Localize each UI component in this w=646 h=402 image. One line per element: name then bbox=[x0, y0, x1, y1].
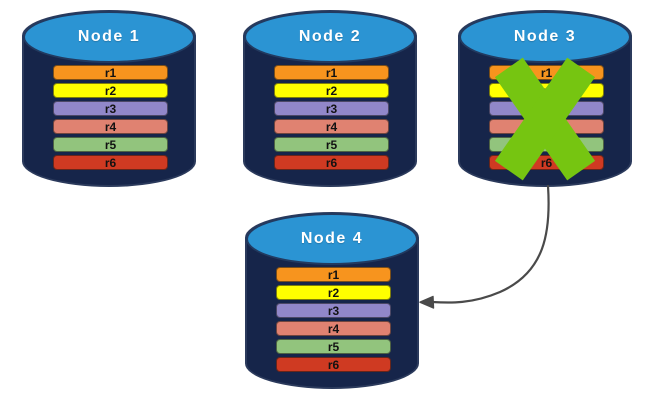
node-title: Node 4 bbox=[300, 230, 364, 248]
row-r2[interactable]: r2 bbox=[52, 83, 169, 98]
row-stack: r1 r2 r3 r4 r5 r6 bbox=[273, 65, 390, 170]
row-r6[interactable]: r6 bbox=[275, 357, 392, 372]
row-stack: r1 r2 r3 r4 r5 r6 bbox=[488, 65, 605, 170]
node-title: Node 3 bbox=[513, 28, 577, 46]
row-r2[interactable]: r2 bbox=[488, 83, 605, 98]
node-title: Node 1 bbox=[77, 28, 141, 46]
row-r2[interactable]: r2 bbox=[275, 285, 392, 300]
node-1[interactable]: Node 1 r1 r2 r3 r4 r5 r6 bbox=[22, 10, 196, 187]
row-r1[interactable]: r1 bbox=[275, 267, 392, 282]
row-r3[interactable]: r3 bbox=[275, 303, 392, 318]
row-r5[interactable]: r5 bbox=[273, 137, 390, 152]
node-2[interactable]: Node 2 r1 r2 r3 r4 r5 r6 bbox=[243, 10, 417, 187]
row-r5[interactable]: r5 bbox=[488, 137, 605, 152]
row-r3[interactable]: r3 bbox=[488, 101, 605, 116]
row-r2[interactable]: r2 bbox=[273, 83, 390, 98]
cylinder-top-ellipse: Node 3 bbox=[459, 11, 631, 64]
row-r5[interactable]: r5 bbox=[275, 339, 392, 354]
row-r4[interactable]: r4 bbox=[275, 321, 392, 336]
row-stack: r1 r2 r3 r4 r5 r6 bbox=[275, 267, 392, 372]
node-3[interactable]: Node 3 r1 r2 r3 r4 r5 r6 bbox=[458, 10, 632, 187]
row-r4[interactable]: r4 bbox=[52, 119, 169, 134]
arrow-head-icon bbox=[419, 295, 435, 309]
cylinder-top-ellipse: Node 2 bbox=[244, 11, 416, 64]
row-r5[interactable]: r5 bbox=[52, 137, 169, 152]
row-r3[interactable]: r3 bbox=[52, 101, 169, 116]
cylinder-top-ellipse: Node 4 bbox=[246, 213, 418, 266]
row-r3[interactable]: r3 bbox=[273, 101, 390, 116]
node-title: Node 2 bbox=[298, 28, 362, 46]
row-r4[interactable]: r4 bbox=[273, 119, 390, 134]
row-r1[interactable]: r1 bbox=[52, 65, 169, 80]
row-stack: r1 r2 r3 r4 r5 r6 bbox=[52, 65, 169, 170]
arrow-curve bbox=[430, 184, 550, 304]
row-r4[interactable]: r4 bbox=[488, 119, 605, 134]
row-r1[interactable]: r1 bbox=[488, 65, 605, 80]
row-r1[interactable]: r1 bbox=[273, 65, 390, 80]
row-r6[interactable]: r6 bbox=[52, 155, 169, 170]
node-4[interactable]: Node 4 r1 r2 r3 r4 r5 r6 bbox=[245, 212, 419, 389]
row-r6[interactable]: r6 bbox=[273, 155, 390, 170]
cylinder-top-ellipse: Node 1 bbox=[23, 11, 195, 64]
row-r6[interactable]: r6 bbox=[488, 155, 605, 170]
